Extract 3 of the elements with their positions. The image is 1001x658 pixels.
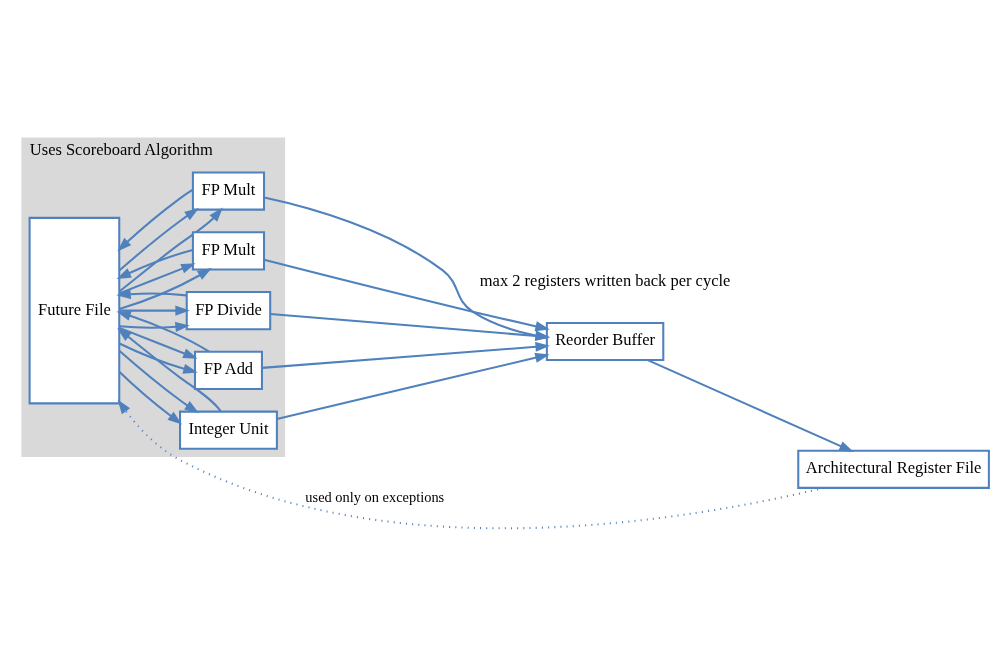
edge-label: used only on exceptions <box>304 489 444 506</box>
node-label: Uses Scoreboard Algorithm <box>29 139 213 159</box>
label: max 2 registers written back per cycle <box>479 270 730 290</box>
